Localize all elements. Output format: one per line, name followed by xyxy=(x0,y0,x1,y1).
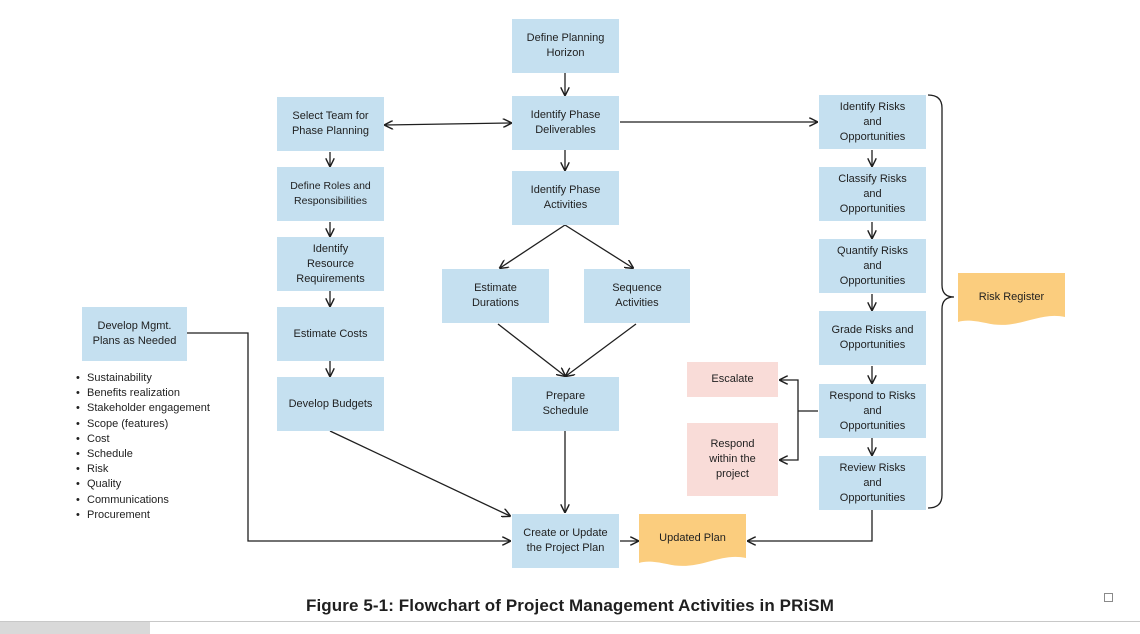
bullet-item: Cost xyxy=(76,432,210,447)
node-define-planning-horizon: Define Planning Horizon xyxy=(512,19,619,73)
node-identify-resource-requirements: Identify Resource Requirements xyxy=(277,237,384,291)
bullet-item: Procurement xyxy=(76,508,210,523)
node-grade-risks: Grade Risks and Opportunities xyxy=(819,311,926,365)
node-estimate-durations: Estimate Durations xyxy=(442,269,549,323)
node-identify-phase-activities: Identify Phase Activities xyxy=(512,171,619,225)
layout-options-icon[interactable] xyxy=(1104,593,1113,602)
doc-updated-plan-label: Updated Plan xyxy=(659,532,726,544)
doc-risk-register: Risk Register xyxy=(958,273,1065,327)
arrow-to-escalate xyxy=(780,380,799,411)
status-bar-segment xyxy=(0,622,150,634)
arrow-to-respond-within xyxy=(780,411,799,460)
node-identify-phase-deliverables: Identify Phase Deliverables xyxy=(512,96,619,150)
node-develop-budgets: Develop Budgets xyxy=(277,377,384,431)
doc-risk-register-label: Risk Register xyxy=(978,291,1045,303)
node-select-team: Select Team for Phase Planning xyxy=(277,97,384,151)
bullet-item: Risk xyxy=(76,462,210,477)
node-define-roles: Define Roles and Responsibilities xyxy=(277,167,384,221)
node-quantify-risks: Quantify Risks and Opportunities xyxy=(819,239,926,293)
node-create-update-plan: Create or Update the Project Plan xyxy=(512,514,619,568)
node-sequence-activities: Sequence Activities xyxy=(584,269,690,323)
doc-updated-plan: Updated Plan xyxy=(639,514,746,568)
status-bar xyxy=(0,621,1140,634)
bullet-item: Benefits realization xyxy=(76,386,210,401)
figure-caption: Figure 5-1: Flowchart of Project Managem… xyxy=(305,596,835,615)
arrow-activities-to-sequence xyxy=(564,224,633,268)
node-prepare-schedule: Prepare Schedule xyxy=(512,377,619,431)
node-estimate-costs: Estimate Costs xyxy=(277,307,384,361)
bullet-item: Sustainability xyxy=(76,371,210,386)
document-shape-icon xyxy=(639,514,746,566)
node-identify-risks: Identify Risks and Opportunities xyxy=(819,95,926,149)
node-review-risks: Review Risks and Opportunities xyxy=(819,456,926,510)
bullet-item: Quality xyxy=(76,477,210,492)
arrow-sequence-to-schedule xyxy=(566,323,637,376)
node-classify-risks: Classify Risks and Opportunities xyxy=(819,167,926,221)
arrow-mgmt-to-plan xyxy=(187,332,510,541)
arrow-durations-to-schedule xyxy=(497,323,565,376)
bullet-item: Stakeholder engagement xyxy=(76,401,210,416)
bullet-item: Scope (features) xyxy=(76,417,210,432)
risk-brace xyxy=(927,94,955,509)
arrow-team-deliverables-bidirectional xyxy=(385,123,511,125)
node-respond-within-project: Respond within the project xyxy=(687,423,778,496)
arrow-review-to-updated xyxy=(748,510,873,541)
arrow-activities-to-durations xyxy=(500,224,566,268)
management-plan-list: SustainabilityBenefits realizationStakeh… xyxy=(76,371,210,523)
bullet-item: Communications xyxy=(76,493,210,508)
document-shape-icon xyxy=(958,273,1065,325)
bullet-item: Schedule xyxy=(76,447,210,462)
node-escalate: Escalate xyxy=(687,362,778,397)
node-respond-risks: Respond to Risks and Opportunities xyxy=(819,384,926,438)
arrow-budgets-to-plan xyxy=(329,430,510,516)
node-develop-mgmt-plans: Develop Mgmt. Plans as Needed xyxy=(82,307,187,361)
